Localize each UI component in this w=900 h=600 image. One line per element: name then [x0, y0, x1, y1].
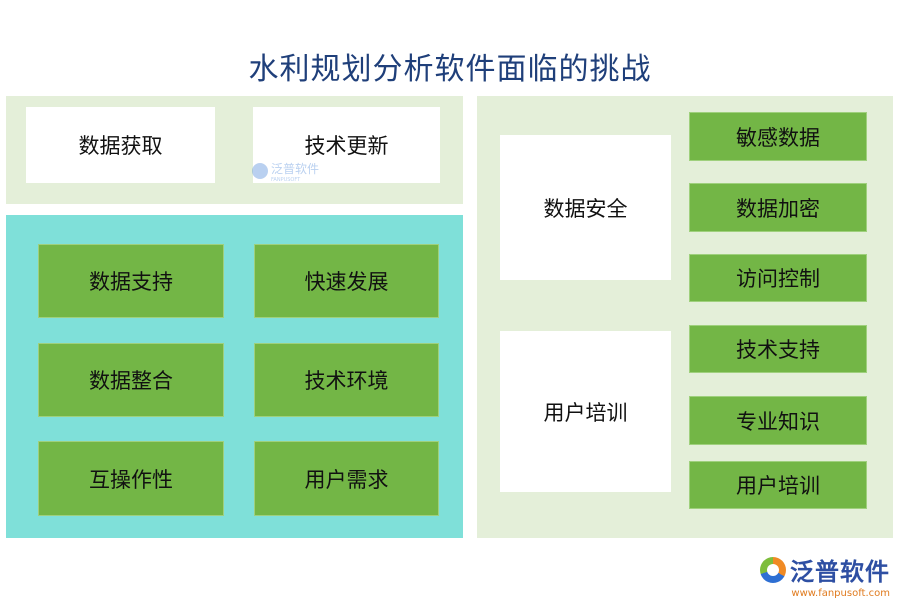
watermark: 泛普软件 FANPUSOFT: [252, 158, 319, 183]
fanpu-logo-icon: [760, 556, 786, 583]
box-data-acquisition: 数据获取: [26, 107, 215, 183]
page-title: 水利规划分析软件面临的挑战: [248, 52, 652, 87]
box-tech-environment: 技术环境: [254, 343, 439, 417]
box-tech-support: 技术支持: [689, 325, 867, 373]
box-expertise: 专业知识: [689, 396, 867, 445]
box-data-security: 数据安全: [500, 135, 671, 280]
box-user-needs: 用户需求: [254, 441, 439, 516]
box-user-training-item: 用户培训: [689, 461, 867, 509]
box-sensitive-data: 敏感数据: [689, 112, 867, 161]
box-access-control: 访问控制: [689, 254, 867, 302]
box-data-support: 数据支持: [38, 244, 224, 318]
box-user-training: 用户培训: [500, 331, 671, 492]
box-tech-update: 技术更新: [253, 107, 440, 183]
watermark-text: 泛普软件: [271, 162, 320, 176]
box-data-integration: 数据整合: [38, 343, 224, 417]
brand-logo: 泛普软件 www.fanpusoft.com: [760, 552, 890, 599]
watermark-logo-icon: [252, 162, 268, 179]
box-data-encryption: 数据加密: [689, 183, 867, 232]
logo-url: www.fanpusoft.com: [791, 588, 890, 599]
box-interoperability: 互操作性: [38, 441, 224, 516]
box-rapid-development: 快速发展: [254, 244, 439, 318]
logo-name: 泛普软件: [790, 558, 890, 586]
watermark-sub: FANPUSOFT: [271, 177, 301, 183]
